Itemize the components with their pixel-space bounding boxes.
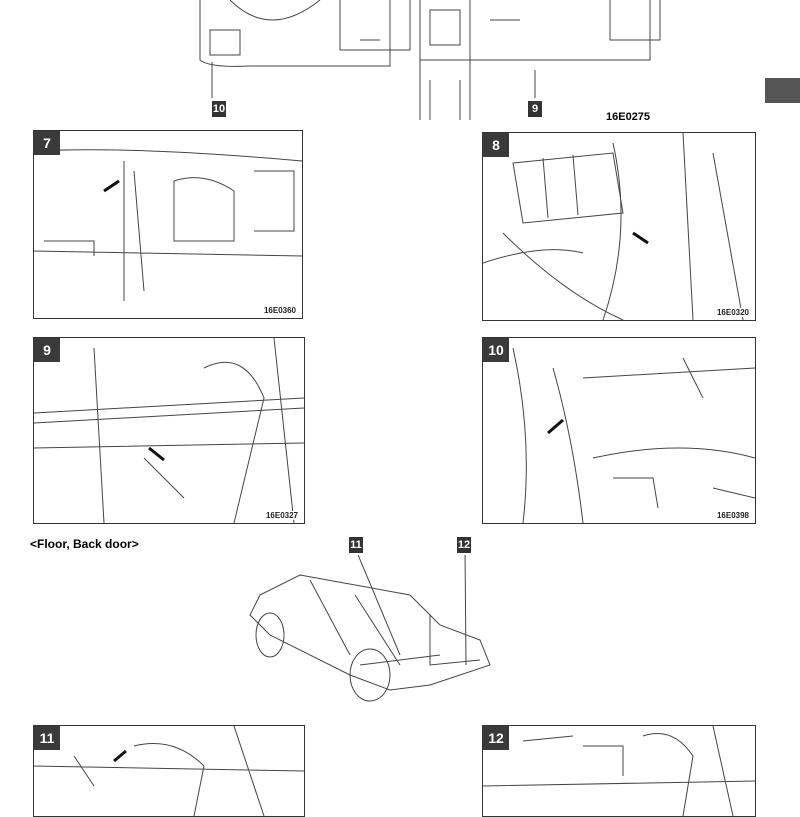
figure-panel-12: 12 [482,725,756,817]
section-tab [765,78,800,103]
panel-code: 16E0320 [714,308,751,317]
panel-number: 11 [34,726,60,750]
panel-number: 8 [483,133,509,157]
panel-number: 9 [34,338,60,362]
panel-number: 10 [483,338,509,362]
callout-12: 12 [457,537,471,553]
figure-panel-9: 9 16E0327 [33,337,305,524]
figure-panel-11: 11 [33,725,305,817]
panel-code: 16E0360 [261,306,298,315]
panel-code: 16E0398 [714,511,751,520]
panel-code: 16E0327 [263,511,300,520]
figure-code: 16E0275 [606,111,651,123]
figure-panel-10: 10 16E0398 [482,337,756,524]
panel-number: 12 [483,726,509,750]
callout-11: 11 [349,537,363,553]
dashboard-illustration [199,0,661,120]
figure-panel-7: 7 16E0360 [33,130,303,319]
vehicle-illustration [249,555,491,702]
callout-9: 9 [528,101,542,117]
panel-number: 7 [34,131,60,155]
figure-panel-8: 8 16E0320 [482,132,756,321]
callout-10: 10 [212,101,226,117]
section-heading: <Floor, Back door> [30,537,139,551]
